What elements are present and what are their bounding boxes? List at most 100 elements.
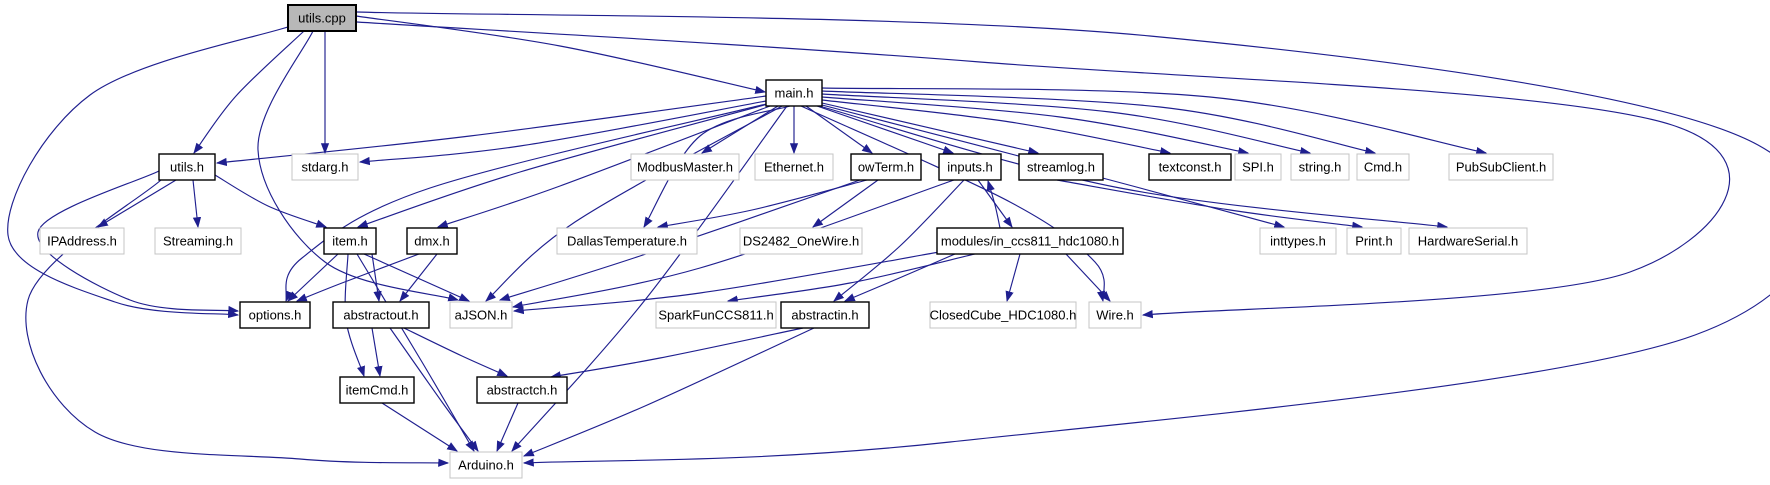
node-box[interactable] [449, 301, 513, 329]
node-label: utils.h [170, 160, 204, 175]
node-box[interactable] [850, 153, 922, 181]
edges-layer [7, 11, 1770, 467]
graph-node-main-h[interactable]: main.h [765, 79, 823, 107]
edge-abstractout-h-to-arduino-h [389, 327, 479, 452]
node-label: Streaming.h [163, 234, 233, 249]
graph-node-utils-h[interactable]: utils.h [158, 153, 216, 181]
node-box[interactable] [39, 227, 125, 255]
graph-node-arduino-h[interactable]: Arduino.h [449, 451, 523, 479]
graph-node-wire-h[interactable]: Wire.h [1088, 301, 1142, 329]
node-box[interactable] [339, 376, 415, 404]
edge-modules-in-ccs811-hdc1080-h-to-ajson-h [512, 250, 946, 315]
edge-main-h-to-textconst-h [821, 99, 1172, 156]
graph-node-item-h[interactable]: item.h [323, 227, 377, 255]
graph-node-streaming-h[interactable]: Streaming.h [154, 227, 242, 255]
node-box[interactable] [765, 79, 823, 107]
graph-node-ds2482-onewire-h[interactable]: DS2482_OneWire.h [739, 227, 863, 255]
edge-abstractout-h-to-abstractch-h [403, 327, 509, 377]
edge-owterm-h-to-ds2482-onewire-h [812, 179, 879, 228]
graph-node-stdarg-h[interactable]: stdarg.h [291, 153, 359, 181]
node-label: abstractout.h [343, 308, 418, 323]
graph-node-abstractch-h[interactable]: abstractch.h [476, 376, 568, 404]
graph-node-abstractin-h[interactable]: abstractin.h [780, 301, 870, 329]
node-label: inputs.h [947, 160, 993, 175]
graph-node-print-h[interactable]: Print.h [1346, 227, 1402, 255]
graph-node-options-h[interactable]: options.h [239, 301, 311, 329]
graph-node-dmx-h[interactable]: dmx.h [406, 227, 458, 255]
edge-main-h-to-inputs-h [816, 105, 955, 154]
graph-node-sparkfunccs811-h[interactable]: SparkFunCCS811.h [655, 301, 777, 329]
node-box[interactable] [239, 301, 311, 329]
graph-node-utils-cpp[interactable]: utils.cpp [287, 4, 357, 32]
graph-node-abstractout-h[interactable]: abstractout.h [332, 301, 430, 329]
graph-node-ethernet-h[interactable]: Ethernet.h [754, 153, 834, 181]
node-box[interactable] [1346, 227, 1402, 255]
edge-modules-in-ccs811-hdc1080-h-to-inputs-h [986, 179, 1001, 229]
node-box[interactable] [929, 301, 1077, 329]
node-box[interactable] [154, 227, 242, 255]
node-label: string.h [1299, 160, 1342, 175]
graph-node-pubsubclient-h[interactable]: PubSubClient.h [1448, 153, 1554, 181]
edge-main-h-to-stdarg-h [358, 100, 767, 166]
graph-node-owterm-h[interactable]: owTerm.h [850, 153, 922, 181]
node-box[interactable] [476, 376, 568, 404]
node-box[interactable] [938, 153, 1002, 181]
graph-node-textconst-h[interactable]: textconst.h [1148, 153, 1232, 181]
graph-node-cmd-h[interactable]: Cmd.h [1356, 153, 1410, 181]
node-label: streamlog.h [1027, 160, 1095, 175]
node-box[interactable] [1259, 227, 1337, 255]
edge-owterm-h-to-dallastemperature-h [656, 179, 868, 230]
node-box[interactable] [739, 227, 863, 255]
node-box[interactable] [780, 301, 870, 329]
graph-node-modbusmaster-h[interactable]: ModbusMaster.h [630, 153, 740, 181]
node-box[interactable] [1148, 153, 1232, 181]
node-box[interactable] [1018, 153, 1104, 181]
graph-node-itemcmd-h[interactable]: itemCmd.h [339, 376, 415, 404]
graph-node-ajson-h[interactable]: aJSON.h [449, 301, 513, 329]
node-box[interactable] [323, 227, 377, 255]
node-box[interactable] [287, 4, 357, 32]
node-box[interactable] [1290, 153, 1350, 181]
node-box[interactable] [332, 301, 430, 329]
node-label: Cmd.h [1364, 160, 1402, 175]
node-box[interactable] [1356, 153, 1410, 181]
graph-node-inputs-h[interactable]: inputs.h [938, 153, 1002, 181]
node-box[interactable] [1088, 301, 1142, 329]
node-label: abstractin.h [791, 308, 858, 323]
edge-utils-cpp-to-main-h [355, 15, 767, 94]
edge-streamlog-h-to-print-h [1056, 179, 1364, 230]
node-box[interactable] [1448, 153, 1554, 181]
node-label: Print.h [1355, 234, 1393, 249]
graph-node-ipaddress-h[interactable]: IPAddress.h [39, 227, 125, 255]
node-box[interactable] [630, 153, 740, 181]
graph-node-spi-h[interactable]: SPI.h [1234, 153, 1282, 181]
node-box[interactable] [158, 153, 216, 181]
graph-node-closedcube-hdc1080-h[interactable]: ClosedCube_HDC1080.h [929, 301, 1077, 329]
node-label: DallasTemperature.h [567, 234, 687, 249]
node-box[interactable] [1234, 153, 1282, 181]
node-box[interactable] [936, 227, 1124, 255]
edge-utils-h-to-item-h [214, 174, 328, 228]
graph-node-hardwareserial-h[interactable]: HardwareSerial.h [1408, 227, 1528, 255]
node-box[interactable] [406, 227, 458, 255]
node-label: Ethernet.h [764, 160, 824, 175]
edge-utils-h-to-options-h [37, 170, 240, 315]
graph-node-inttypes-h[interactable]: inttypes.h [1259, 227, 1337, 255]
graph-node-string-h[interactable]: string.h [1290, 153, 1350, 181]
node-box[interactable] [1408, 227, 1528, 255]
node-box[interactable] [754, 153, 834, 181]
node-label: inttypes.h [1270, 234, 1326, 249]
edge-main-h-to-hardwareserial-h [818, 105, 1449, 230]
graph-node-dallastemperature-h[interactable]: DallasTemperature.h [556, 227, 698, 255]
node-box[interactable] [556, 227, 698, 255]
graph-node-modules-in-ccs811-hdc1080-h[interactable]: modules/in_ccs811_hdc1080.h [936, 227, 1124, 255]
node-label: dmx.h [414, 234, 449, 249]
edge-dmx-h-to-abstractout-h [399, 253, 438, 302]
node-box[interactable] [291, 153, 359, 181]
graph-node-streamlog-h[interactable]: streamlog.h [1018, 153, 1104, 181]
node-label: options.h [249, 308, 302, 323]
node-label: SPI.h [1242, 160, 1274, 175]
node-box[interactable] [449, 451, 523, 479]
node-box[interactable] [655, 301, 777, 329]
